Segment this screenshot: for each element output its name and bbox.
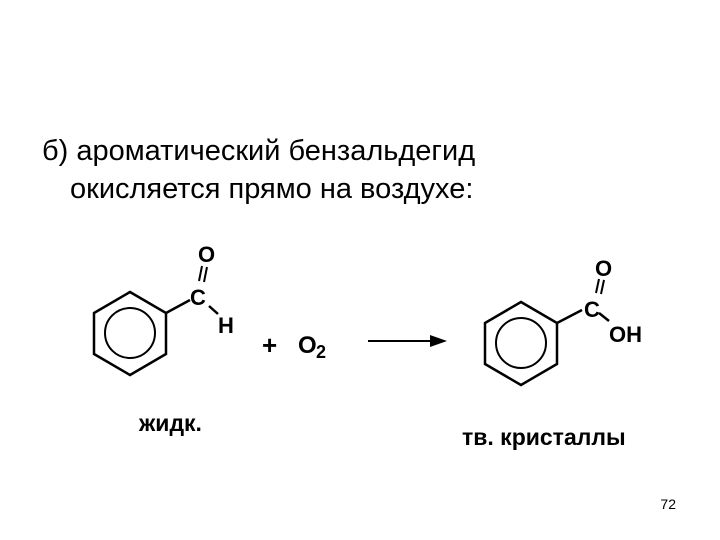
double-bond-b-reactant <box>203 266 208 283</box>
reactant-hydrogen: H <box>218 313 234 338</box>
aromatic-circle-product <box>495 317 547 369</box>
aromatic-circle-reactant <box>104 307 156 359</box>
product-carbonyl-oxygen: O <box>595 256 612 281</box>
heading-line-2: окисляется прямо на воздухе: <box>70 173 474 205</box>
reactant-carbon: C <box>190 285 206 310</box>
reactant-carbonyl-oxygen: O <box>198 242 215 267</box>
oxygen-symbol: O <box>298 332 317 359</box>
oxygen-reagent: + O 2 <box>262 330 326 362</box>
product-hydroxyl: OH <box>609 322 642 347</box>
bond-ring-to-carbon-reactant <box>165 298 191 315</box>
double-bond-a-reactant <box>198 265 203 282</box>
plus-sign: + <box>262 330 277 360</box>
bond-carbon-to-hydroxyl <box>598 312 610 322</box>
oxygen-subscript: 2 <box>316 342 326 362</box>
double-bond-b-product <box>600 279 605 295</box>
product-carbon: C <box>584 297 600 322</box>
reaction-arrow <box>368 335 447 347</box>
bond-carbon-to-hydrogen <box>208 305 219 315</box>
benzaldehyde-structure: O C H <box>92 242 234 377</box>
reactant-state-label: жидк. <box>139 410 202 436</box>
bond-ring-to-carbon-product <box>556 308 583 325</box>
heading: б) ароматический бензальдегид окисляется… <box>42 132 475 208</box>
page-number: 72 <box>660 496 676 512</box>
heading-line-1: б) ароматический бензальдегид <box>42 135 476 167</box>
product-state-label: тв. кристаллы <box>462 424 626 450</box>
double-bond-a-product <box>595 278 600 294</box>
benzoic-acid-structure: O C OH <box>483 256 642 387</box>
